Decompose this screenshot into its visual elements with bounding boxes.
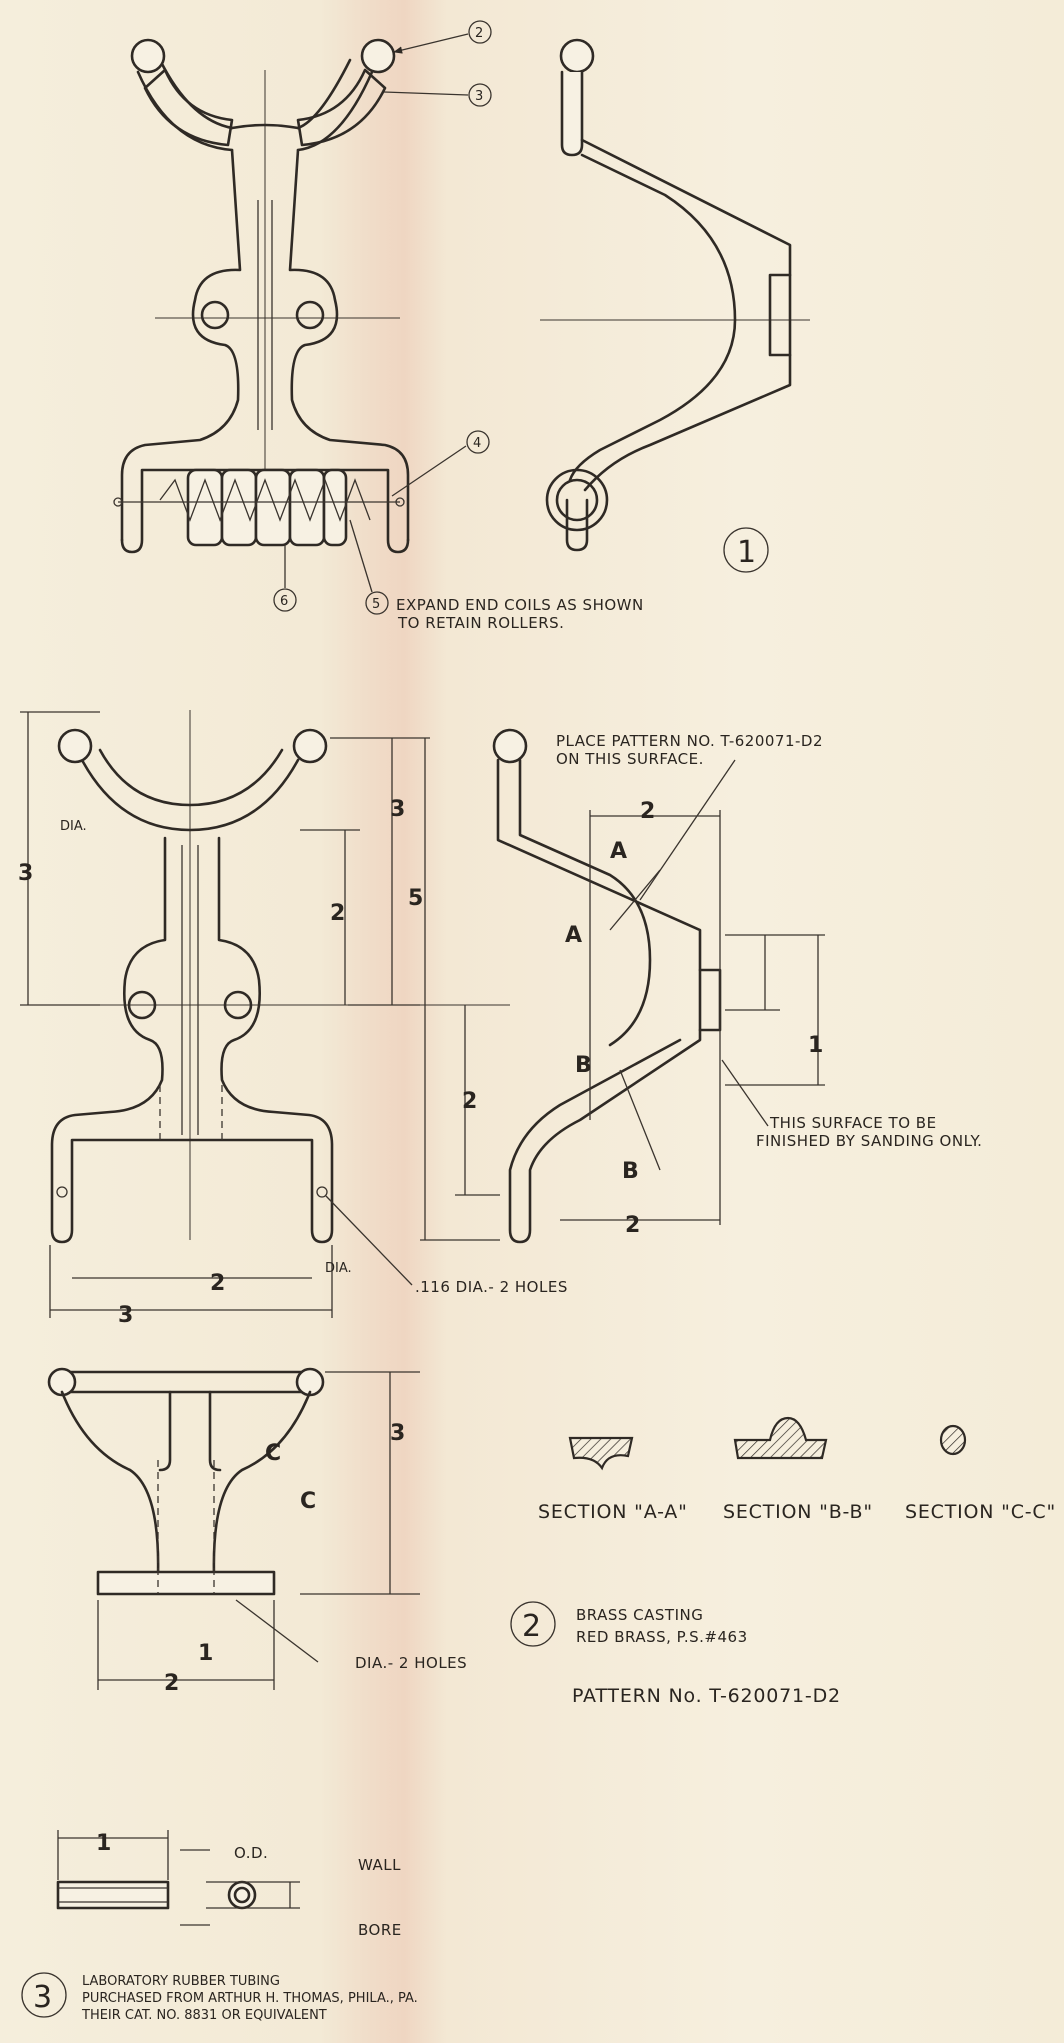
dim-1-3-4: 1 [808, 1033, 823, 1058]
fig1-front-view: 2 3 4 5 6 EXPAND END COILS AS SHOWN TO R… [113, 20, 644, 632]
place-pattern-note-line1: PLACE PATTERN NO. T-620071-D2 [556, 732, 823, 750]
od-label: O.D. [234, 1844, 268, 1862]
section-mark-c-2: C [300, 1489, 316, 1514]
rollers [113, 468, 405, 547]
tubing-note-line3: THEIR CAT. NO. 8831 OR EQUIVALENT [81, 2008, 327, 2023]
section-c-label: SECTION "C-C" [905, 1501, 1056, 1523]
fig1-note-line1: EXPAND END COILS AS SHOWN [396, 596, 644, 614]
finish-note-line2: FINISHED BY SANDING ONLY. [756, 1132, 982, 1150]
dim-2-1-4: 2 [625, 1213, 640, 1238]
pattern-number: PATTERN No. T-620071-D2 [572, 1685, 841, 1707]
fig3-tubing: 1 O.D. WALL BORE 3 LABORATORY RUBBER TUB… [21, 1830, 418, 2023]
section-b-label: SECTION "B-B" [723, 1501, 873, 1523]
section-mark-a-2: A [565, 923, 582, 948]
label-dia: DIA. [325, 1261, 352, 1276]
figure-number-1: 1 [737, 535, 756, 570]
callout-4: 4 [473, 436, 481, 451]
wall-label: WALL [358, 1856, 401, 1874]
tubing-note-line1: LABORATORY RUBBER TUBING [82, 1974, 280, 1989]
callout-3: 3 [475, 89, 483, 104]
dim-2-1-16: 2 [330, 901, 345, 926]
dim-1-1-16: 1 [198, 1641, 213, 1666]
callout-2: 2 [475, 26, 483, 41]
fig2-front-view: 3 3 5 2 2 2 3 DIA. DIA. .116 DIA.- 2 HOL… [18, 710, 568, 1328]
section-mark-b-1: B [575, 1053, 592, 1078]
section-mark-b-2: B [622, 1159, 639, 1184]
label-quarter-dia: DIA. [60, 819, 87, 834]
material-line2: RED BRASS, P.S.#463 [576, 1628, 748, 1646]
sections: SECTION "A-A" SECTION "B-B" SECTION "C-C… [538, 1416, 1056, 1523]
dim-3-5-32: 3 [118, 1303, 133, 1328]
section-mark-c-1: C [265, 1441, 281, 1466]
section-c-shape [939, 1424, 967, 1456]
fig2-side-view: 2 2 1 A A B B PLACE PATTERN NO. T-620071… [492, 728, 982, 1244]
holes-note-116: .116 DIA.- 2 HOLES [415, 1278, 568, 1296]
fig1-side-view: 1 [540, 38, 810, 573]
dim-1-1-4: 1 [96, 1831, 111, 1856]
section-a-label: SECTION "A-A" [538, 1501, 688, 1523]
holes-note-5-16: DIA.- 2 HOLES [355, 1654, 467, 1672]
callout-6: 6 [280, 594, 288, 609]
figure-number-2: 2 [522, 1609, 541, 1644]
fig2-title: 2 BRASS CASTING RED BRASS, P.S.#463 PATT… [510, 1601, 841, 1707]
dim-2: 2 [164, 1671, 179, 1696]
tubing-note-line2: PURCHASED FROM ARTHUR H. THOMAS, PHILA.,… [82, 1991, 418, 2006]
material-line1: BRASS CASTING [576, 1606, 703, 1624]
fig1-note-line2: TO RETAIN ROLLERS. [397, 614, 564, 632]
section-mark-a-1: A [610, 839, 627, 864]
figure-number-3: 3 [33, 1980, 52, 2015]
section-a-shape [568, 1436, 634, 1471]
svg-text:3: 3 [18, 861, 33, 886]
dim-3-1-8: 3 [390, 797, 405, 822]
bore-label: BORE [358, 1921, 402, 1939]
dim-2-21-32: 2 [210, 1271, 225, 1296]
dim-5-13-16: 5 [408, 886, 423, 911]
finish-note-line1: THIS SURFACE TO BE [769, 1114, 937, 1132]
tubing-side [56, 1880, 170, 1910]
tubing-end [227, 1880, 257, 1910]
place-pattern-note-line2: ON THIS SURFACE. [556, 750, 704, 768]
dim-2-1-8: 2 [462, 1089, 477, 1114]
dim-2-5-32: 2 [640, 799, 655, 824]
callout-5: 5 [372, 597, 380, 612]
section-b-shape [733, 1416, 828, 1460]
fig2-top-view: 3 2 1 C C DIA.- 2 HOLES [47, 1367, 467, 1696]
dim-3: 3 [390, 1421, 405, 1446]
